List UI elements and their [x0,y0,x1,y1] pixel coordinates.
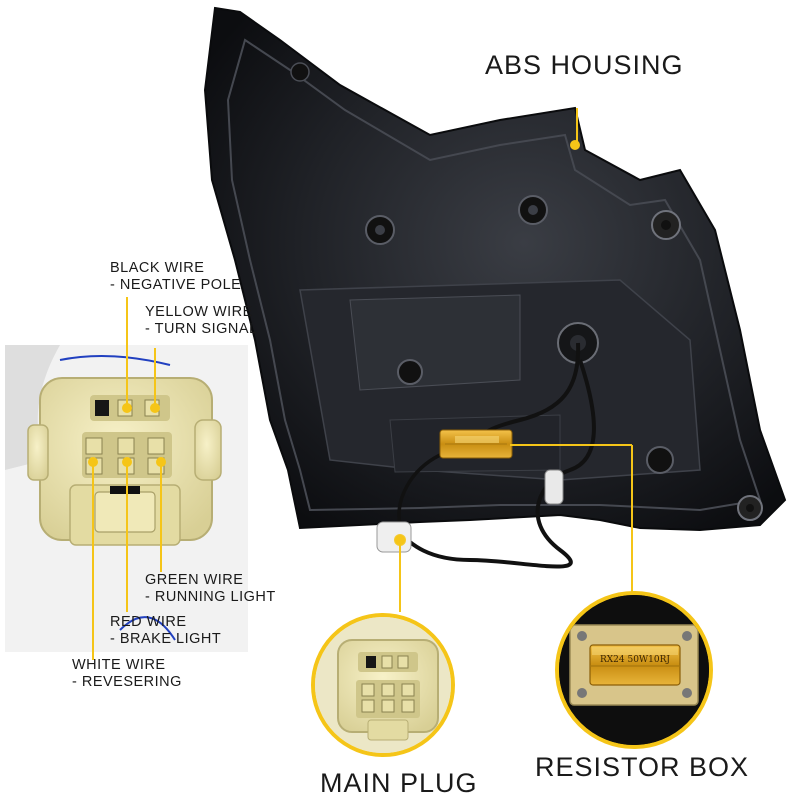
pin-leader-lines [88,108,633,660]
white-wire-label: WHITE WIRE - REVESERING [72,657,182,691]
red-wire-label: RED WIRE - BRAKE LIGHT [110,614,221,648]
green-wire-name: GREEN WIRE [145,572,244,588]
green-wire-function: - RUNNING LIGHT [145,589,276,605]
black-wire-function: - NEGATIVE POLE [110,277,242,293]
yellow-wire-function: - TURN SIGNAL [145,321,258,337]
resistor-marking: RX24 50W10RJ [600,655,670,665]
yellow-wire-label: YELLOW WIRE - TURN SIGNAL [145,304,258,338]
yellow-wire-name: YELLOW WIRE [145,304,253,320]
red-wire-name: RED WIRE [110,614,187,630]
white-wire-name: WHITE WIRE [72,657,166,673]
red-wire-function: - BRAKE LIGHT [110,631,222,647]
white-wire-function: - REVESERING [72,674,182,690]
abs-housing-label: ABS HOUSING [485,50,684,80]
green-wire-label: GREEN WIRE - RUNNING LIGHT [145,572,276,606]
main-plug-label: MAIN PLUG [320,768,478,798]
main-plug-inset [311,613,455,757]
black-wire-label: BLACK WIRE - NEGATIVE POLE [110,260,241,294]
resistor-box-label: RESISTOR BOX [535,752,750,782]
black-wire-name: BLACK WIRE [110,260,205,276]
tail-light-housing [203,6,787,569]
resistor-box-inset: RX24 50W10RJ [555,591,713,749]
